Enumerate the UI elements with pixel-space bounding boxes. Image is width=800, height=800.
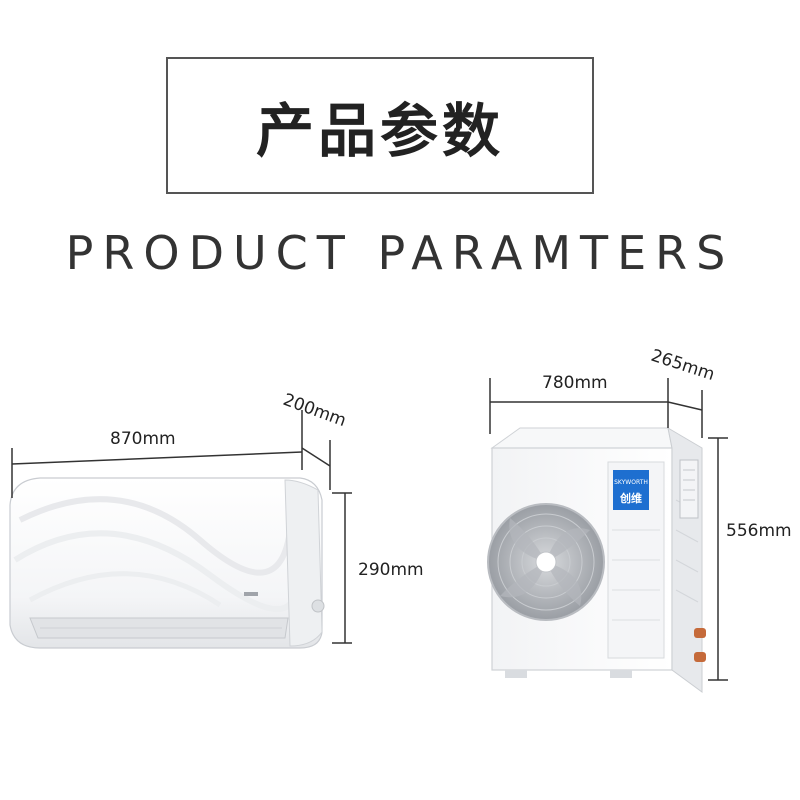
outdoor-width-dimension: 780mm xyxy=(489,373,669,434)
outdoor-height-dimension: 556mm xyxy=(708,437,792,681)
page-subtitle: PRODUCT PARAMTERS xyxy=(65,226,735,280)
outdoor-unit: SKYWORTH 创维 xyxy=(487,427,706,693)
indoor-unit xyxy=(9,477,325,649)
indoor-width-label: 870mm xyxy=(110,429,176,449)
indoor-height-label: 290mm xyxy=(358,560,424,580)
indoor-width-dimension: 870mm xyxy=(11,410,303,498)
outdoor-depth-label: 265mm xyxy=(648,346,717,385)
outdoor-width-label: 780mm xyxy=(542,373,608,393)
indoor-height-dimension: 290mm xyxy=(332,492,424,644)
indoor-depth-dimension: 200mm xyxy=(280,390,349,490)
indoor-depth-label: 200mm xyxy=(280,390,348,431)
title-box: 产品参数 xyxy=(166,57,594,194)
brand-logo xyxy=(613,470,649,510)
brand-logo-en: SKYWORTH xyxy=(614,479,648,486)
outdoor-height-label: 556mm xyxy=(726,521,792,541)
brand-logo-cn: 创维 xyxy=(619,491,642,505)
page-title: 产品参数 xyxy=(255,96,504,165)
outdoor-depth-dimension: 265mm xyxy=(648,346,717,438)
